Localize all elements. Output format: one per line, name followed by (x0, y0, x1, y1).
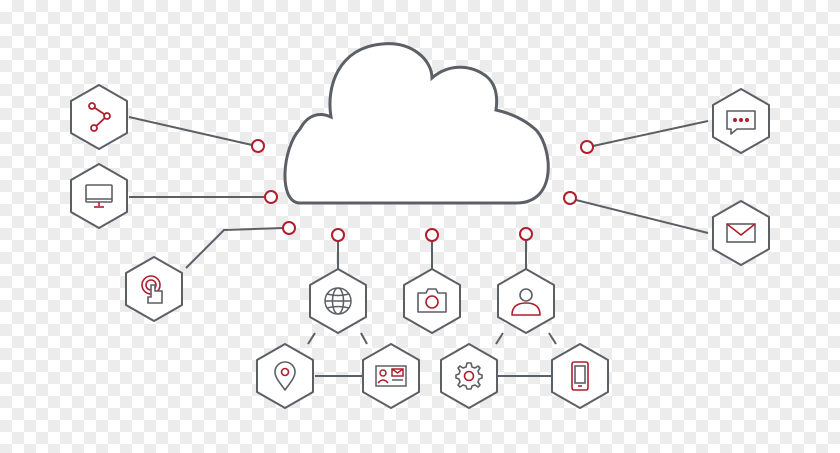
port-user (519, 227, 533, 241)
camera-icon (417, 288, 447, 313)
connector-user-settings (495, 332, 504, 345)
monitor-icon (85, 184, 113, 208)
connector-user-mobile (548, 332, 557, 345)
port-mail (563, 191, 577, 205)
chat-bubble-icon (726, 110, 756, 135)
connector-touch (185, 227, 284, 269)
port-globe (331, 228, 345, 242)
cloud-icon (283, 42, 550, 205)
user-icon (511, 288, 541, 316)
ports (251, 139, 594, 242)
node-monitor (70, 163, 128, 229)
port-chat (580, 140, 594, 154)
node-camera (403, 268, 461, 334)
node-location (256, 343, 314, 409)
node-touch (125, 256, 183, 322)
node-globe (309, 268, 367, 334)
contact-card-icon (375, 365, 407, 387)
connector-globe-location (307, 332, 316, 345)
connector-share (128, 116, 253, 146)
node-mobile (551, 343, 609, 409)
connector-chat (592, 120, 709, 147)
node-user (497, 268, 555, 334)
connector-globe-contact (360, 332, 368, 345)
location-pin-icon (274, 361, 296, 391)
connectors (128, 116, 709, 377)
port-monitor (264, 190, 278, 204)
globe-icon (324, 287, 352, 315)
share-icon (88, 102, 111, 132)
connector-mail (575, 199, 709, 234)
envelope-icon (726, 223, 756, 243)
port-touch (282, 221, 296, 235)
gear-icon (455, 362, 483, 390)
port-camera (425, 228, 439, 242)
smartphone-icon (571, 361, 589, 391)
node-mail (712, 200, 770, 266)
node-settings (440, 343, 498, 409)
node-contact (362, 343, 420, 409)
node-chat (712, 88, 770, 154)
touch-icon (141, 275, 163, 304)
port-share (251, 139, 265, 153)
node-share (70, 84, 128, 150)
